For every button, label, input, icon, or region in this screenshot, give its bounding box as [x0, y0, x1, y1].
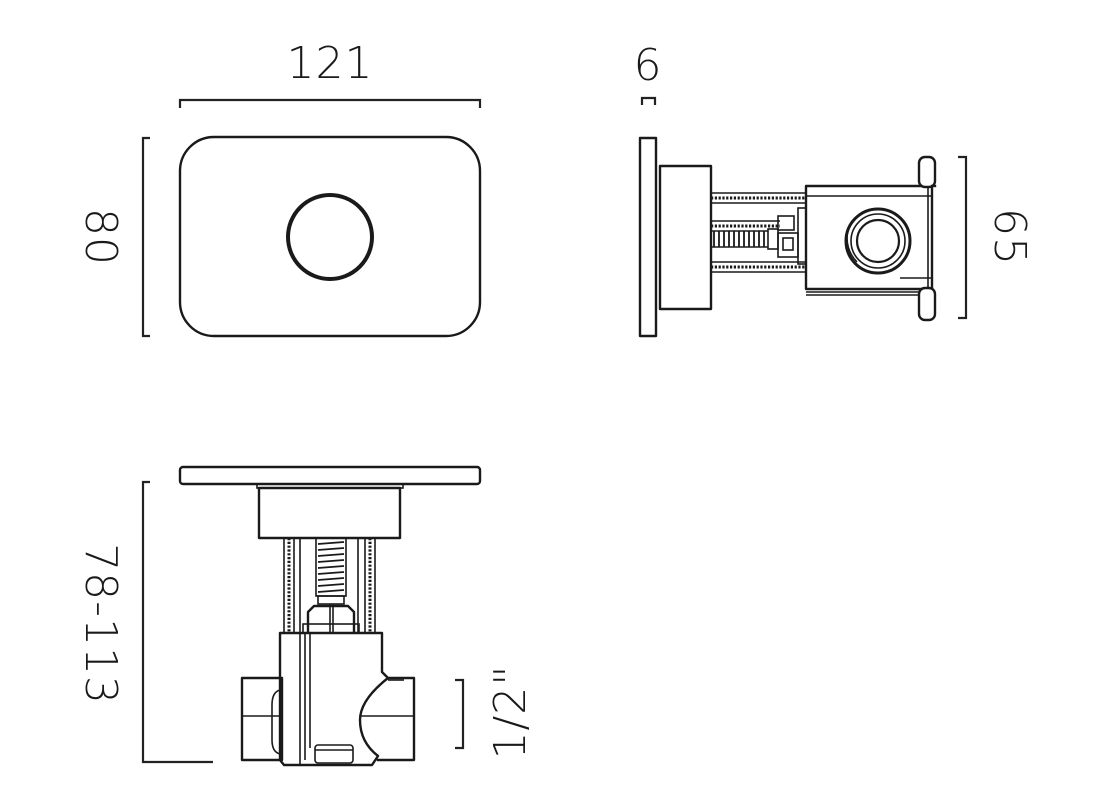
height-dimension-line — [141, 136, 150, 338]
valve-body-bottom — [278, 631, 390, 767]
inlet-connection-left — [240, 676, 284, 762]
depth-dimension-label: 78-113 — [75, 543, 126, 705]
trim-plate-outline — [178, 135, 482, 338]
control-knob-outline — [286, 193, 374, 281]
housing-sleeve-bottom — [257, 486, 402, 540]
outlet-connection-inner — [855, 218, 901, 264]
plate-thickness-label: 6 — [634, 40, 663, 91]
height-dimension-label: 80 — [75, 208, 126, 266]
outlet-connection-right — [376, 676, 416, 762]
connection-size-label: 1/2" — [485, 664, 536, 759]
plate-thickness-dimension-line — [640, 96, 657, 105]
width-dimension-label: 121 — [287, 38, 374, 89]
connection-dimension-line — [455, 678, 465, 750]
height-dimension-label: 65 — [984, 208, 1035, 266]
mounting-bracket-bottom — [917, 286, 937, 322]
side-view: 6 — [634, 40, 1035, 338]
valve-body-side — [804, 184, 934, 291]
side-plate — [638, 136, 658, 338]
bottom-plate — [178, 465, 482, 486]
mounting-bracket-top — [917, 155, 937, 189]
outlet-connection-outer — [844, 207, 912, 275]
bottom-view: 78-113 — [75, 465, 536, 767]
housing-sleeve — [658, 164, 713, 311]
height-dimension-line — [958, 155, 968, 320]
depth-dimension-line — [141, 480, 213, 764]
spindle-spring-bottom — [315, 537, 347, 597]
spindle-spring — [711, 230, 768, 248]
width-dimension-line — [178, 98, 482, 108]
front-view: 121 80 — [75, 38, 482, 338]
